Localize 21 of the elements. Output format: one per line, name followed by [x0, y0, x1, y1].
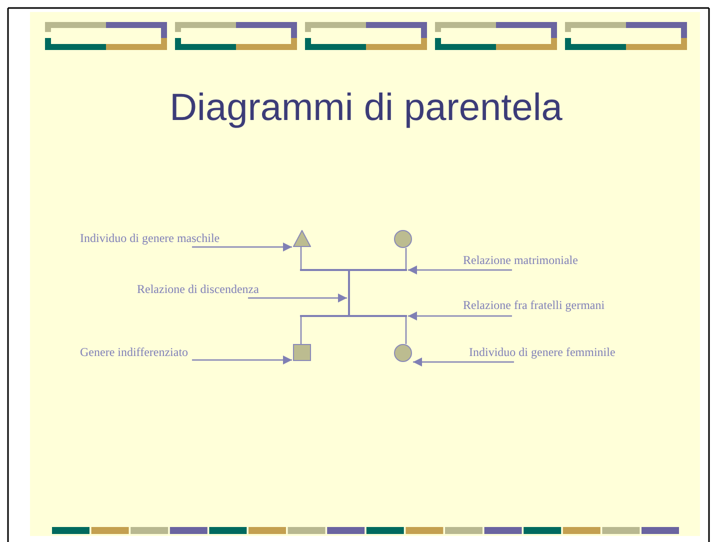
female-circle — [394, 230, 412, 248]
female-circle — [394, 344, 412, 362]
annotation-label: Individuo di genere maschile — [80, 230, 240, 247]
leader-arrow — [248, 294, 347, 302]
kinship-line — [405, 317, 407, 344]
leader-arrow — [408, 312, 512, 320]
kinship-line — [405, 248, 407, 269]
annotation-label: Relazione fra fratelli germani — [463, 297, 623, 316]
leader-arrow — [192, 356, 292, 364]
kinship-line — [300, 247, 302, 269]
kinship-line — [300, 317, 302, 344]
annotation-label: Relazione matrimoniale — [463, 252, 593, 270]
leader-arrow — [408, 266, 512, 274]
annotation-label: Genere indifferenziato — [80, 344, 205, 360]
annotation-label: Relazione di discendenza — [137, 281, 277, 298]
male-triangle — [293, 230, 311, 247]
annotation-label: Individuo di genere femminile — [469, 344, 634, 362]
square-symbol — [293, 344, 311, 361]
leader-arrow — [413, 358, 514, 366]
leader-arrow — [192, 242, 292, 252]
slide-title: Diagrammi di parentela — [168, 86, 564, 131]
